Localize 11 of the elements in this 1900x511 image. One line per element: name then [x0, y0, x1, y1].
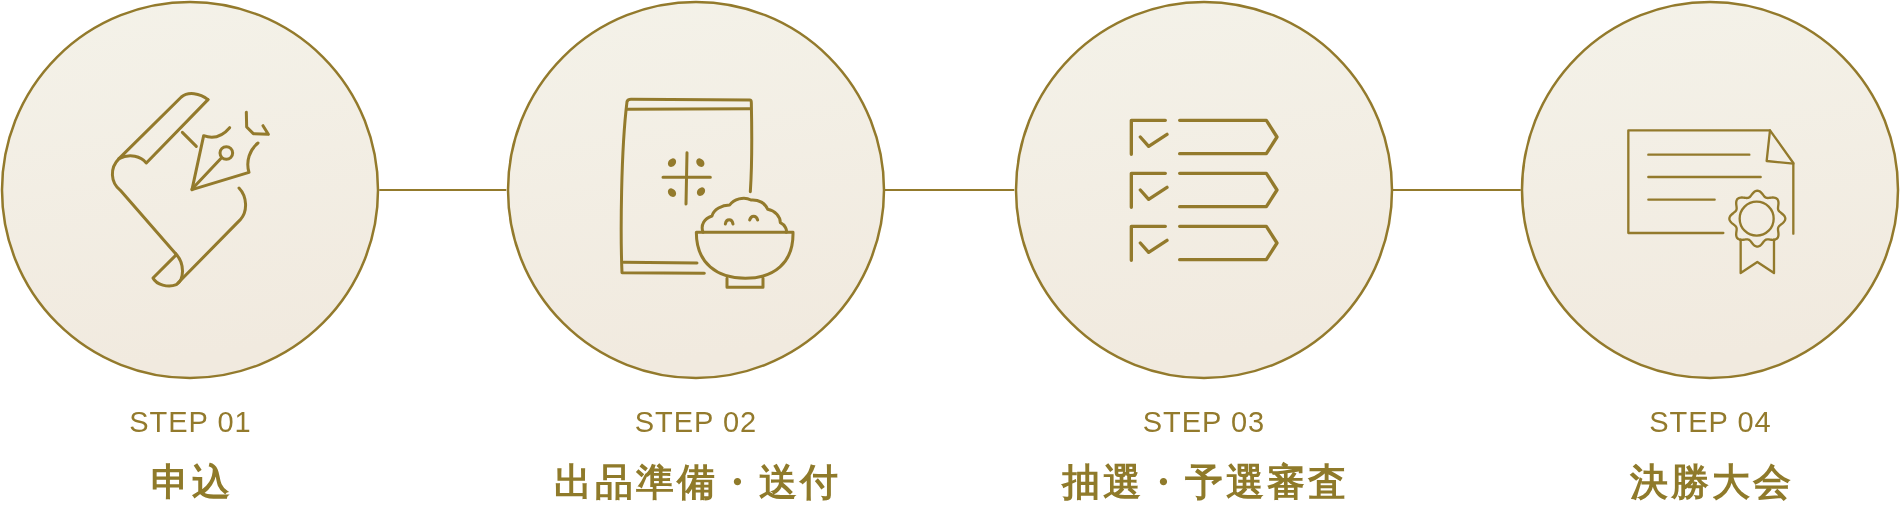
- connector-line: [1391, 189, 1522, 191]
- step-number: STEP 04: [1648, 408, 1772, 437]
- connector-line: [883, 189, 1016, 191]
- step-title: 申込: [149, 463, 233, 501]
- step-number: STEP 03: [1141, 408, 1266, 437]
- step-number: STEP 02: [633, 408, 758, 437]
- step-title: 出品準備・送付: [552, 463, 841, 501]
- step-title: 決勝大会: [1628, 463, 1794, 501]
- connector-line: [378, 189, 508, 191]
- step-number: STEP 01: [128, 408, 252, 437]
- step-title: 抽選・予選審査: [1060, 463, 1349, 501]
